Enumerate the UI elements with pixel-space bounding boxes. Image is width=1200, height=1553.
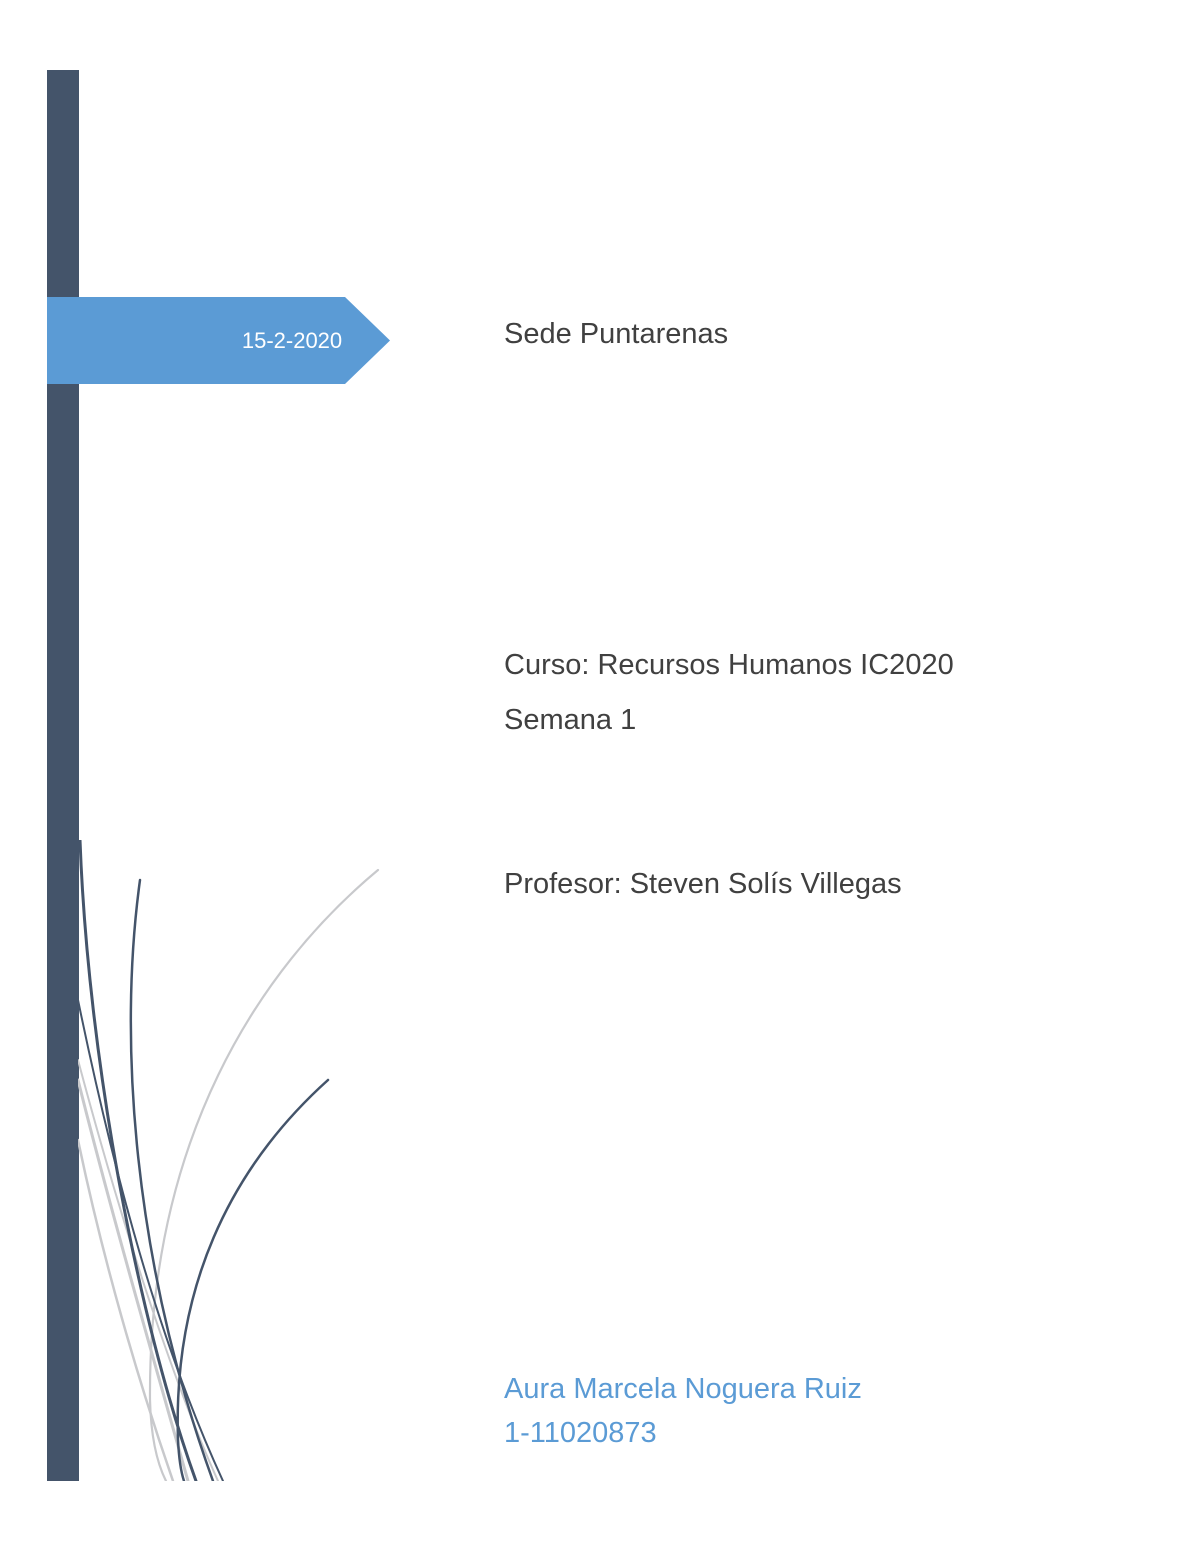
course-title: Curso: Recursos Humanos IC2020 xyxy=(504,649,954,681)
campus-name: Sede Puntarenas xyxy=(504,318,729,350)
sidebar-bar xyxy=(47,70,79,1481)
date-banner-arrow-shape xyxy=(47,297,390,384)
date-banner: 15-2-2020 xyxy=(47,297,390,384)
decorative-curves xyxy=(78,840,380,1481)
cover-date: 15-2-2020 xyxy=(241,328,343,353)
author-id: 1-11020873 xyxy=(504,1417,657,1449)
author-name: Aura Marcela Noguera Ruiz xyxy=(504,1373,862,1405)
professor-name: Profesor: Steven Solís Villegas xyxy=(504,868,902,900)
week-label: Semana 1 xyxy=(504,704,637,736)
